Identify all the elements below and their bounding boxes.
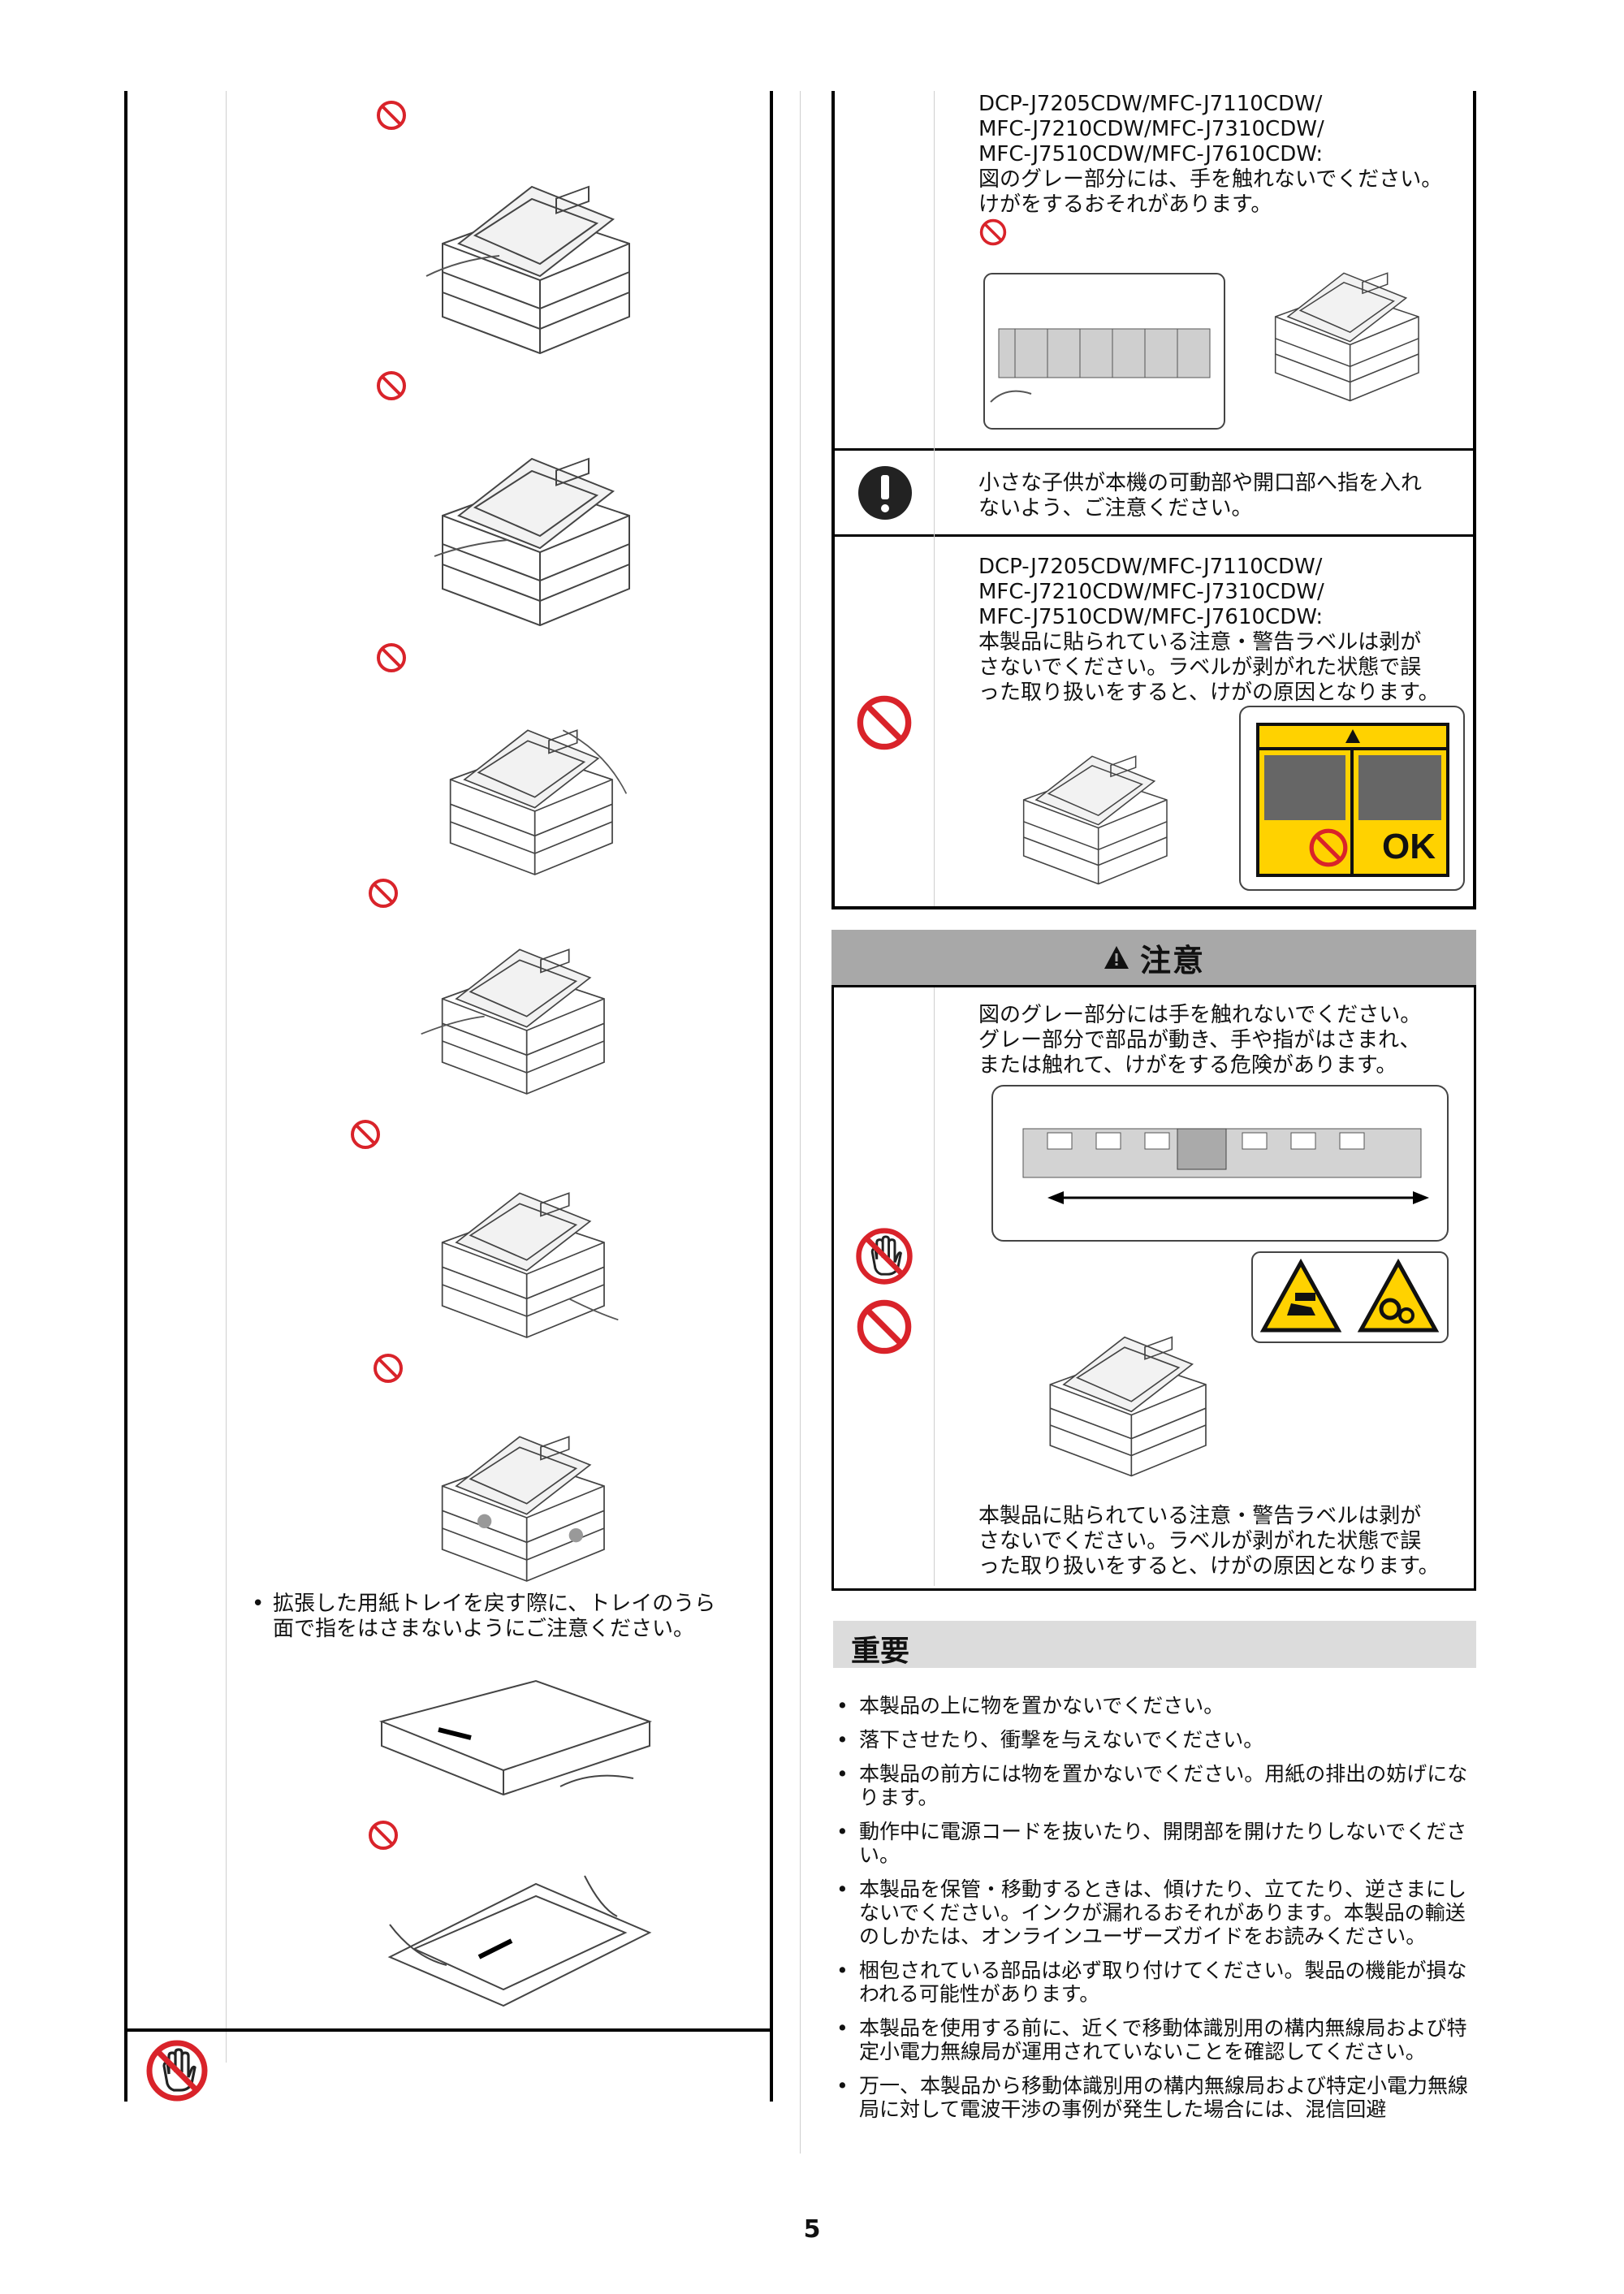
- figure-hazard-symbols: [1250, 1251, 1449, 1344]
- right-icon-divider: [934, 91, 935, 906]
- prohibition-icon: [372, 1352, 404, 1385]
- center-thin-divider: [800, 91, 801, 2154]
- prohibition-icon: [375, 642, 408, 674]
- prohibition-icon: [375, 369, 408, 402]
- caution-text-1: 図のグレー部分には手を触れないでください。 グレー部分で部品が動き、手や指がはさ…: [978, 1003, 1422, 1078]
- caution-header: 注意: [831, 930, 1476, 987]
- right-row-sep-2: [831, 534, 1476, 537]
- label-ok-text: OK: [1382, 827, 1436, 866]
- prohibition-icon: [854, 1297, 914, 1357]
- figure-printer-closed: [1218, 223, 1470, 410]
- tray-note: •拡張した用紙トレイを戻す際に、トレイのうら 面で指をはさまないようにご注意くだ…: [252, 1592, 716, 1641]
- warning-row-1-text: DCP-J7205CDW/MFC-J7110CDW/ MFC-J7210CDW/…: [978, 92, 1443, 217]
- prohibition-icon: [978, 218, 1008, 247]
- warning-row-2-text: 小さな子供が本機の可動部や開口部へ指を入れ ないよう、ご注意ください。: [978, 471, 1423, 521]
- figure-back-cover: [382, 1380, 658, 1592]
- figure-scanner-lid-open: [410, 122, 654, 365]
- prohibition-icon: [375, 99, 408, 132]
- gears-warning-icon: [1357, 1258, 1440, 1333]
- page-number: 5: [803, 2215, 821, 2244]
- prohibition-icon: [854, 693, 914, 753]
- figure-scanner-raised: [410, 394, 654, 637]
- list-item: 梱包されている部品は必ず取り付けてください。製品の機能が損なわれる可能性がありま…: [836, 1959, 1478, 2006]
- list-item: 万一、本製品から移動体識別用の構内無線局および特定小電力無線局に対して電波干渉の…: [836, 2074, 1478, 2121]
- caution-title: 注意: [1139, 942, 1205, 979]
- left-column-border: [124, 91, 127, 2102]
- warning-triangle-icon: [1103, 944, 1130, 970]
- figure-rear-jam-cover: [382, 893, 658, 1104]
- figure-printer-open-hazard: [1007, 1283, 1242, 1486]
- prohibition-icon: [349, 1118, 382, 1151]
- left-row-separator: [124, 2028, 773, 2032]
- right-warning-right-border: [1473, 91, 1476, 909]
- center-divider-left: [770, 91, 773, 2102]
- mandatory-exclamation-icon: [857, 464, 914, 521]
- list-item: 本製品の上に物を置かないでください。: [836, 1694, 1478, 1717]
- warning-row-3-text: DCP-J7205CDW/MFC-J7110CDW/ MFC-J7210CDW/…: [978, 555, 1440, 705]
- important-list: 本製品の上に物を置かないでください。 落下させたり、衝撃を与えないでください。 …: [836, 1694, 1478, 2132]
- figure-printer-label: [987, 706, 1198, 893]
- figure-side-cover: [382, 1137, 658, 1348]
- list-item: 本製品を保管・移動するときは、傾けたり、立てたり、逆さまにしないでください。イン…: [836, 1877, 1478, 1948]
- list-item: 本製品を使用する前に、近くで移動体識別用の構内無線局および特定小電力無線局が運用…: [836, 2016, 1478, 2063]
- list-item: 落下させたり、衝撃を与えないでください。: [836, 1728, 1478, 1752]
- right-row-sep-1: [831, 448, 1476, 451]
- figure-adf-cover: [398, 674, 658, 885]
- figure-paper-tray-pull: [382, 1843, 658, 2014]
- figure-gray-area-inner: [983, 272, 1226, 430]
- figure-gray-carriage: [991, 1084, 1449, 1242]
- caution-text-2: 本製品に貼られている注意・警告ラベルは剥が さないでください。ラベルが剥がれた状…: [978, 1504, 1440, 1579]
- right-warning-bottom: [831, 906, 1476, 909]
- figure-warning-label: [1238, 705, 1466, 892]
- caution-icon-divider: [934, 987, 935, 1586]
- do-not-touch-hand-icon: [854, 1226, 914, 1286]
- hand-crush-warning-icon: [1259, 1258, 1342, 1333]
- important-title: 重要: [851, 1635, 910, 1668]
- list-item: 動作中に電源コードを抜いたり、開閉部を開けたりしないでください。: [836, 1820, 1478, 1867]
- left-icon-column-divider: [226, 91, 227, 2063]
- do-not-touch-hand-icon: [145, 2038, 209, 2103]
- figure-paper-tray-push: [374, 1665, 658, 1819]
- important-header: 重要: [833, 1621, 1476, 1668]
- list-item: 本製品の前方には物を置かないでください。用紙の排出の妨げになります。: [836, 1762, 1478, 1809]
- right-warning-left-border: [831, 91, 835, 909]
